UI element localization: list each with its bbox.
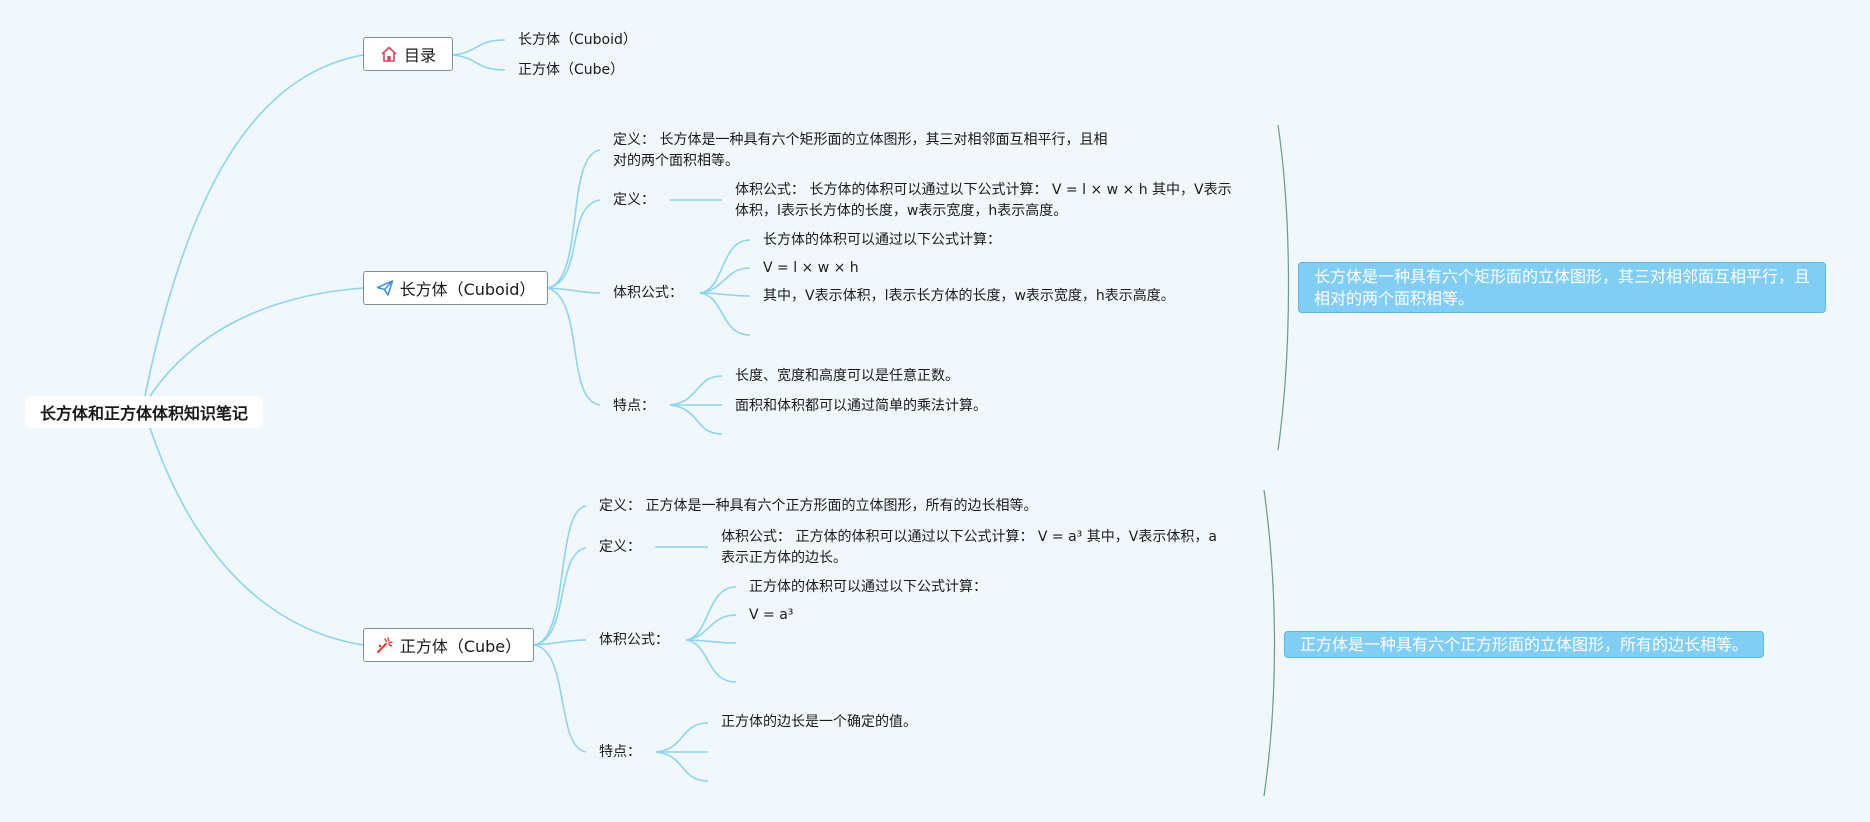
- cube-def-detail[interactable]: 体积公式： 正方体的体积可以通过以下公式计算： V = a³ 其中，V表示体积，…: [721, 529, 1217, 566]
- cube-formula-item[interactable]: V = a³: [749, 607, 794, 623]
- cube-feature-item[interactable]: 正方体的边长是一个确定的值。: [721, 714, 917, 730]
- root-topic[interactable]: 长方体和正方体体积知识笔记: [25, 396, 263, 428]
- cube-label: 正方体（Cube）: [399, 637, 522, 656]
- cube-feature-label[interactable]: 特点：: [599, 744, 641, 760]
- paper-plane-icon: [376, 280, 393, 296]
- cube-topic[interactable]: 正方体（Cube）: [363, 628, 534, 662]
- cuboid-formula-item[interactable]: 其中，V表示体积，l表示长方体的长度，w表示宽度，h表示高度。: [763, 288, 1175, 304]
- cuboid-label: 长方体（Cuboid）: [399, 280, 536, 299]
- toc-item-cuboid[interactable]: 长方体（Cuboid）: [518, 32, 637, 48]
- toc-topic[interactable]: 目录: [363, 37, 453, 71]
- cuboid-def-detail[interactable]: 体积公式： 长方体的体积可以通过以下公式计算： V = l × w × h 其中…: [735, 182, 1232, 219]
- cube-formula-item[interactable]: 正方体的体积可以通过以下公式计算：: [749, 579, 987, 595]
- toc-label: 目录: [403, 46, 436, 65]
- cuboid-formula-label[interactable]: 体积公式：: [613, 285, 683, 301]
- cuboid-formula-item[interactable]: V = l × w × h: [763, 260, 859, 276]
- cuboid-summary[interactable]: 长方体是一种具有六个矩形面的立体图形，其三对相邻面互相平行，且相对的两个面积相等…: [1298, 262, 1826, 313]
- cuboid-feature-label[interactable]: 特点：: [613, 398, 655, 414]
- cube-definition[interactable]: 定义： 正方体是一种具有六个正方形面的立体图形，所有的边长相等。: [599, 498, 1038, 514]
- cuboid-definition[interactable]: 定义： 长方体是一种具有六个矩形面的立体图形，其三对相邻面互相平行，且相对的两个…: [613, 132, 1108, 169]
- cube-def-label[interactable]: 定义：: [599, 539, 641, 555]
- cuboid-feature-item[interactable]: 长度、宽度和高度可以是任意正数。: [735, 368, 959, 384]
- cuboid-def-label[interactable]: 定义：: [613, 192, 655, 208]
- cuboid-topic[interactable]: 长方体（Cuboid）: [363, 271, 548, 305]
- cube-formula-label[interactable]: 体积公式：: [599, 632, 669, 648]
- cube-summary[interactable]: 正方体是一种具有六个正方形面的立体图形，所有的边长相等。: [1284, 631, 1764, 658]
- magic-wand-icon: [376, 637, 393, 653]
- toc-item-cube[interactable]: 正方体（Cube）: [518, 62, 625, 78]
- home-icon: [381, 46, 397, 62]
- cuboid-feature-item[interactable]: 面积和体积都可以通过简单的乘法计算。: [735, 398, 987, 414]
- cuboid-formula-item[interactable]: 长方体的体积可以通过以下公式计算：: [763, 232, 1001, 248]
